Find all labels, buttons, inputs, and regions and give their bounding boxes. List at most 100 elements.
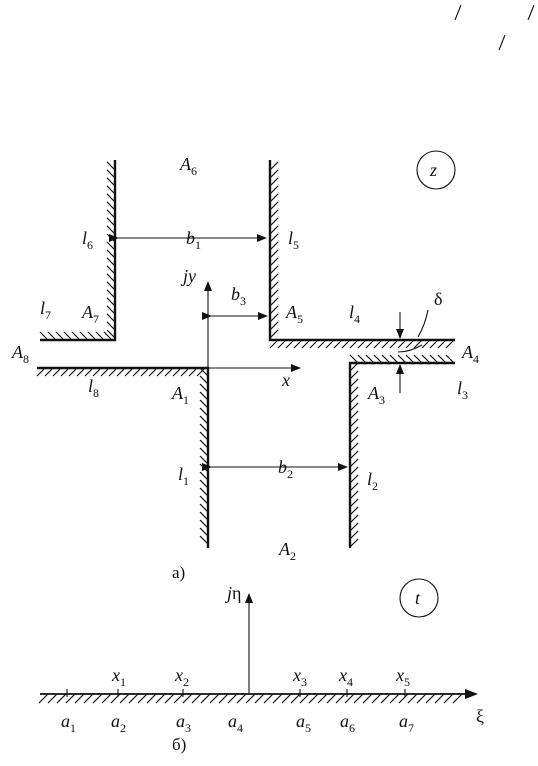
label-A3: A3 bbox=[367, 383, 385, 407]
hatch-stroke bbox=[93, 694, 102, 703]
label-a7: a7 bbox=[399, 711, 414, 735]
hatch-stroke bbox=[75, 694, 84, 703]
hatch-stroke bbox=[57, 694, 66, 703]
hatch-stroke bbox=[426, 694, 435, 703]
hatch-stroke bbox=[174, 694, 183, 703]
label-A4: A4 bbox=[461, 342, 479, 366]
eta-axis-label: jη bbox=[225, 583, 241, 603]
xi-axis-label: ξ bbox=[476, 706, 484, 726]
label-a1: a1 bbox=[61, 711, 76, 735]
label-l2: l2 bbox=[367, 469, 378, 493]
hatch-stroke bbox=[381, 694, 390, 703]
hatch-stroke bbox=[156, 694, 165, 703]
label-x4: x4 bbox=[338, 665, 353, 689]
label-l6: l6 bbox=[82, 228, 93, 252]
hatching-a bbox=[37, 162, 454, 547]
label-l7: l7 bbox=[40, 298, 51, 322]
hatch-stroke bbox=[417, 694, 426, 703]
x-point-labels: x1 x2 x3 x4 x5 bbox=[111, 665, 410, 689]
hatch-stroke bbox=[246, 694, 255, 703]
hatch-stroke bbox=[282, 694, 291, 703]
hatch-stroke bbox=[48, 694, 57, 703]
hatch-stroke bbox=[372, 694, 381, 703]
hatch-stroke bbox=[102, 694, 111, 703]
label-A7: A7 bbox=[81, 302, 99, 326]
hatch-stroke bbox=[228, 694, 237, 703]
hatch-stroke bbox=[120, 694, 129, 703]
hatch-stroke bbox=[327, 694, 336, 703]
hatch-stroke bbox=[183, 694, 192, 703]
hatch-stroke bbox=[300, 694, 309, 703]
stray-marks bbox=[455, 5, 534, 50]
hatch-stroke bbox=[435, 694, 444, 703]
label-a6: a6 bbox=[340, 711, 355, 735]
label-a4: a4 bbox=[228, 711, 243, 735]
label-x2: x2 bbox=[174, 665, 189, 689]
label-b3: b3 bbox=[231, 284, 246, 308]
hatch-stroke bbox=[129, 694, 138, 703]
x-axis-label: x bbox=[281, 370, 290, 390]
a-point-labels: a1 a2 a3 a4 a5 a6 a7 bbox=[61, 711, 414, 735]
label-x3: x3 bbox=[292, 665, 307, 689]
delta-leader bbox=[418, 310, 428, 337]
z-plane-label: z bbox=[429, 160, 437, 180]
hatch-stroke bbox=[192, 694, 201, 703]
label-l5: l5 bbox=[288, 228, 299, 252]
label-a5: a5 bbox=[296, 711, 311, 735]
wall-upper-left bbox=[40, 160, 115, 340]
hatch-stroke bbox=[201, 694, 210, 703]
hatch-stroke bbox=[309, 694, 318, 703]
hatch-stroke bbox=[336, 694, 345, 703]
wall-lower-right bbox=[350, 363, 455, 548]
hatch-stroke bbox=[354, 694, 363, 703]
label-A2: A2 bbox=[278, 539, 296, 563]
hatch-stroke bbox=[453, 694, 462, 703]
delta-label: δ bbox=[434, 289, 442, 309]
label-x1: x1 bbox=[111, 665, 126, 689]
hatch-stroke bbox=[39, 694, 48, 703]
label-l4: l4 bbox=[349, 302, 360, 326]
hatch-stroke bbox=[255, 694, 264, 703]
width-labels: b1 b2 b3 bbox=[186, 228, 293, 481]
label-l3: l3 bbox=[457, 378, 468, 402]
hatch-stroke bbox=[444, 694, 453, 703]
label-x5: x5 bbox=[395, 665, 410, 689]
label-A5: A5 bbox=[285, 302, 303, 326]
hatch-stroke bbox=[84, 694, 93, 703]
hatch-stroke bbox=[264, 694, 273, 703]
caption-a: а) bbox=[172, 563, 185, 582]
figure-a: z x jy δ A1 A2 A3 A4 A5 A6 A7 A8 l1 l2 l… bbox=[11, 151, 479, 582]
hatch-stroke bbox=[210, 694, 219, 703]
hatch-stroke bbox=[219, 694, 228, 703]
label-l8: l8 bbox=[88, 376, 99, 400]
t-plane-label: t bbox=[415, 588, 421, 608]
hatch-stroke bbox=[291, 694, 300, 703]
delta-tick bbox=[398, 345, 422, 352]
hatch-stroke bbox=[390, 694, 399, 703]
hatching-b bbox=[39, 694, 462, 703]
hatch-stroke bbox=[408, 694, 417, 703]
hatch-stroke bbox=[237, 694, 246, 703]
caption-b: б) bbox=[172, 735, 186, 754]
hatch-stroke bbox=[147, 694, 156, 703]
hatch-stroke bbox=[138, 694, 147, 703]
label-b1: b1 bbox=[186, 228, 201, 252]
label-b2: b2 bbox=[278, 457, 293, 481]
hatch-stroke bbox=[273, 694, 282, 703]
hatch-stroke bbox=[399, 694, 408, 703]
hatch-stroke bbox=[111, 694, 120, 703]
xi-axis-arrowhead bbox=[465, 689, 478, 699]
hatch-stroke bbox=[165, 694, 174, 703]
hatch-stroke bbox=[345, 694, 354, 703]
label-A1: A1 bbox=[171, 383, 189, 407]
y-axis-label: jy bbox=[181, 266, 196, 286]
hatch-stroke bbox=[363, 694, 372, 703]
figure-b: jη ξ t a1 a2 a3 a4 a5 a6 a7 x1 x2 x3 x4 … bbox=[39, 579, 484, 754]
label-l1: l1 bbox=[178, 464, 189, 488]
hatch-stroke bbox=[318, 694, 327, 703]
label-A8: A8 bbox=[11, 342, 29, 366]
label-A6: A6 bbox=[179, 154, 197, 178]
label-a2: a2 bbox=[111, 711, 126, 735]
label-a3: a3 bbox=[176, 711, 191, 735]
